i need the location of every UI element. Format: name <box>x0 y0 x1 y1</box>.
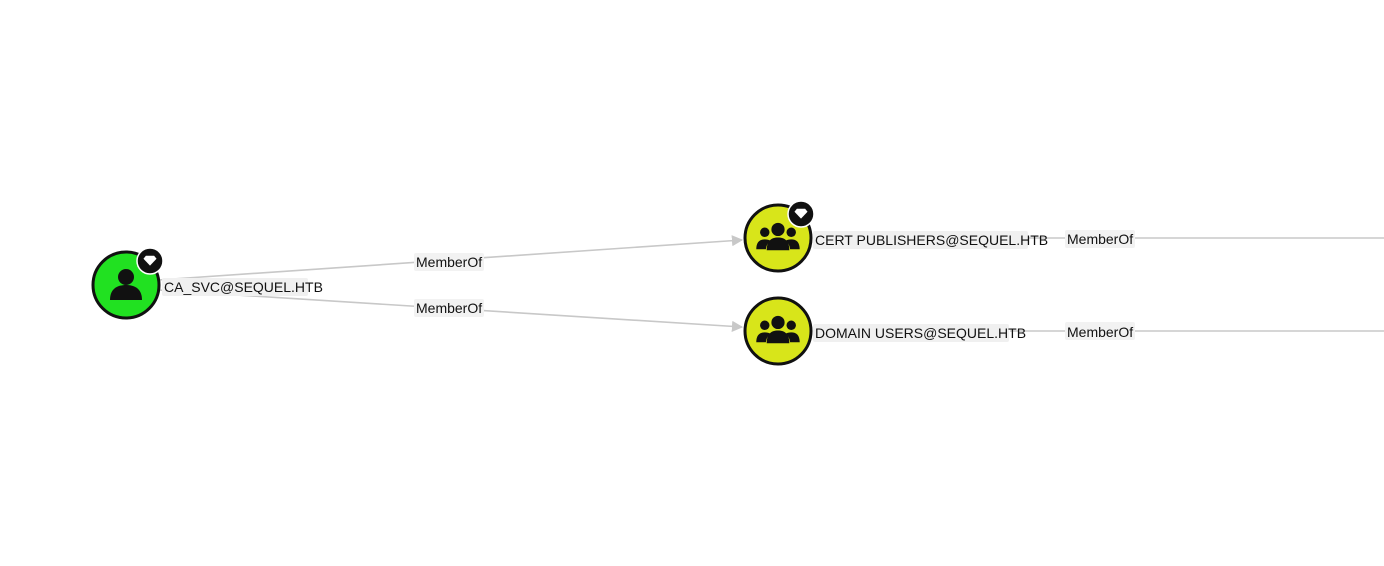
edge-label: MemberOf <box>1067 324 1133 340</box>
edge-memberof-cert-publishers-to-offscreen[interactable]: MemberOf <box>1028 230 1384 248</box>
edge-label: MemberOf <box>1067 231 1133 247</box>
node-domain-users[interactable]: DOMAIN USERS@SEQUEL.HTB <box>743 296 1026 366</box>
edge-label: MemberOf <box>416 254 482 270</box>
edge-memberof-domain-users-to-offscreen[interactable]: MemberOf <box>1010 322 1384 340</box>
high-value-badge <box>136 247 164 275</box>
edge-memberof-ca-svc-to-domain-users[interactable]: MemberOf <box>157 289 744 332</box>
node-ca-svc[interactable]: CA_SVC@SEQUEL.HTB <box>91 247 323 320</box>
node-label: DOMAIN USERS@SEQUEL.HTB <box>815 325 1026 341</box>
node-cert-publishers[interactable]: CERT PUBLISHERS@SEQUEL.HTB <box>743 200 1048 273</box>
node-label: CA_SVC@SEQUEL.HTB <box>164 279 323 295</box>
edge-label: MemberOf <box>416 300 482 316</box>
high-value-badge <box>787 200 815 228</box>
edge-memberof-ca-svc-to-cert-publishers[interactable]: MemberOf <box>157 235 744 281</box>
node-label: CERT PUBLISHERS@SEQUEL.HTB <box>815 232 1048 248</box>
